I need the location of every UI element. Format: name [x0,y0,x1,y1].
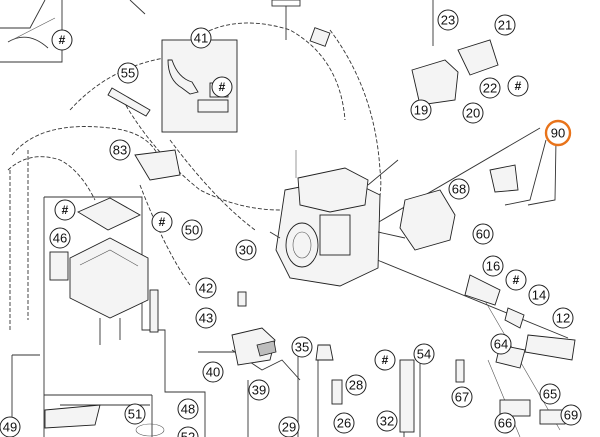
callout: 35 [291,336,313,358]
callout: 55 [117,62,139,84]
float-bowl-assembly [44,197,165,437]
svg-text:49: 49 [3,420,17,435]
svg-text:46: 46 [53,231,67,246]
svg-text:90: 90 [551,126,565,141]
svg-text:43: 43 [199,311,213,326]
svg-text:67: 67 [455,390,469,405]
svg-text:52: 52 [181,430,195,437]
callout: 64 [490,333,512,355]
svg-text:28: 28 [349,378,363,393]
callout: 22 [479,77,501,99]
callout: 54 [413,343,435,365]
svg-text:29: 29 [282,420,296,435]
callout: 52 [177,426,199,437]
callout: 23 [437,9,459,31]
callout: 12 [552,307,574,329]
svg-text:66: 66 [498,416,512,431]
svg-text:23: 23 [441,13,455,28]
svg-text:#: # [62,203,69,217]
callout: 14 [528,284,550,306]
svg-text:#: # [515,79,522,93]
callout: 51 [124,403,146,425]
callout: 43 [195,307,217,329]
callout: 66 [494,412,516,434]
svg-text:16: 16 [486,259,500,274]
callout: 39 [248,379,270,401]
callout: 83 [109,139,131,161]
svg-text:41: 41 [194,31,208,46]
callout: 69 [560,404,582,426]
svg-text:65: 65 [543,387,557,402]
callout: # [505,269,527,291]
callout: 19 [410,99,432,121]
svg-text:32: 32 [380,414,394,429]
svg-text:68: 68 [452,182,466,197]
callout: 32 [376,410,398,432]
callout: 30 [235,239,257,261]
svg-text:21: 21 [498,18,512,33]
svg-text:30: 30 [239,243,253,258]
svg-text:#: # [382,353,389,367]
svg-text:69: 69 [564,408,578,423]
svg-text:19: 19 [414,103,428,118]
callout: 26 [333,412,355,434]
svg-text:83: 83 [113,143,127,158]
diagram-linework [0,0,569,437]
svg-text:14: 14 [532,288,546,303]
callout: 50 [181,219,203,241]
svg-text:#: # [513,273,520,287]
callout: 68 [448,178,470,200]
svg-text:35: 35 [295,340,309,355]
svg-text:54: 54 [417,347,431,362]
callout: # [374,349,396,371]
callout: 21 [494,14,516,36]
callout: 28 [345,374,367,396]
callout: 20 [462,102,484,124]
callout: 16 [482,255,504,277]
svg-text:#: # [59,33,66,47]
callout: 65 [539,383,561,405]
callout: # [507,75,529,97]
callout: 46 [49,227,71,249]
svg-text:20: 20 [466,106,480,121]
svg-text:64: 64 [494,337,508,352]
carburetor-body [269,27,406,287]
callout: 60 [472,223,494,245]
callout: # [151,211,173,233]
svg-text:#: # [219,80,226,94]
svg-text:12: 12 [556,311,570,326]
svg-text:#: # [159,215,166,229]
svg-text:48: 48 [181,402,195,417]
callout: 41 [190,27,212,49]
callout: 49 [0,416,21,437]
svg-text:39: 39 [252,383,266,398]
svg-text:50: 50 [185,223,199,238]
callout: # [51,29,73,51]
svg-text:22: 22 [483,81,497,96]
callout-highlighted: 90 [544,119,572,147]
svg-text:51: 51 [128,407,142,422]
svg-text:42: 42 [199,281,213,296]
callout: 48 [177,398,199,420]
svg-text:55: 55 [121,66,135,81]
callout: 67 [451,386,473,408]
callout: 29 [278,416,300,437]
callout: # [211,76,233,98]
svg-text:60: 60 [476,227,490,242]
callout: 42 [195,277,217,299]
callout: 40 [202,361,224,383]
svg-text:40: 40 [206,365,220,380]
svg-text:26: 26 [337,416,351,431]
callout-layer: 23 21 19 22 # 20 41 # 55 # 83 # # 50 46 … [0,9,582,437]
callout: # [54,199,76,221]
